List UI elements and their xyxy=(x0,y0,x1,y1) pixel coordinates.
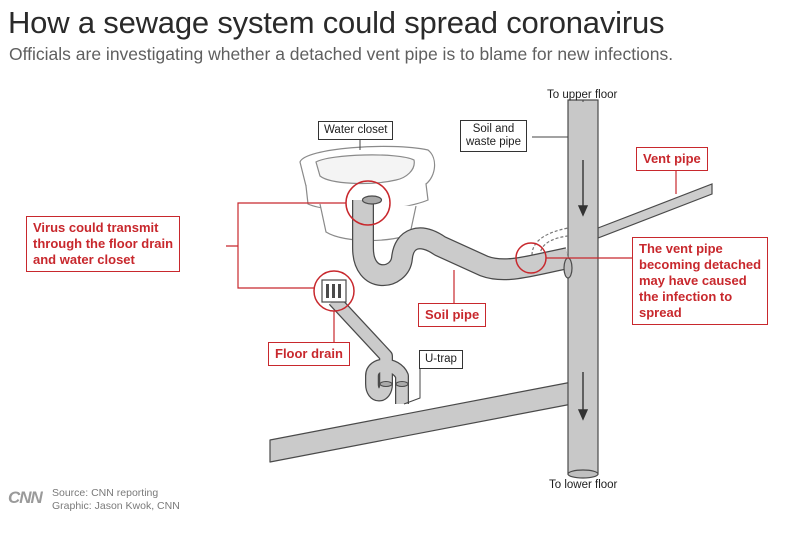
footer-graphic: Graphic: Jason Kwok, CNN xyxy=(52,500,180,512)
label-to-upper-floor: To upper floor xyxy=(547,89,618,101)
callout-virus-transmit: Virus could transmit through the floor d… xyxy=(26,216,181,272)
label-to-lower-floor: To lower floor xyxy=(549,479,618,491)
vent-pipe xyxy=(597,183,713,239)
callout-virus-line2: through the floor drain xyxy=(33,236,174,251)
label-u-trap: U-trap xyxy=(419,350,463,369)
leader-utrap xyxy=(403,366,421,405)
floor-drain-grate xyxy=(321,279,347,303)
callout-soil-pipe: Soil pipe xyxy=(418,303,487,327)
label-soil-waste-pipe: Soil and waste pipe xyxy=(460,120,527,152)
callout-virus-line3: and water closet xyxy=(33,252,135,267)
label-soil-waste-line2: waste pipe xyxy=(466,136,521,148)
detached-vent-dashed xyxy=(531,227,569,256)
callout-detached-line3: may have caused xyxy=(639,273,747,288)
footer-credits: Source: CNN reporting Graphic: Jason Kwo… xyxy=(52,487,180,513)
water-closet-shape xyxy=(299,145,436,242)
callout-detached-line1: The vent pipe xyxy=(639,241,723,256)
callout-vent-detached: The vent pipe becoming detached may have… xyxy=(632,237,769,325)
main-drain-pipe xyxy=(269,381,573,463)
flow-arrow-upper xyxy=(577,160,589,217)
callout-detached-line4: the infection to xyxy=(639,289,733,304)
page-title: How a sewage system could spread coronav… xyxy=(8,5,665,40)
cnn-logo: CNN xyxy=(8,488,43,507)
label-soil-waste-line1: Soil and xyxy=(472,123,515,135)
page-subtitle: Officials are investigating whether a de… xyxy=(9,44,674,64)
flow-arrow-lower xyxy=(577,372,589,421)
footer-source: Source: CNN reporting xyxy=(52,487,159,499)
callout-vent-pipe: Vent pipe xyxy=(636,147,708,171)
callout-detached-line2: becoming detached xyxy=(639,257,762,272)
callout-detached-line5: spread xyxy=(639,305,682,320)
leader-virus xyxy=(226,202,346,289)
callout-virus-line1: Virus could transmit xyxy=(33,220,159,235)
callout-floor-drain: Floor drain xyxy=(268,342,350,366)
label-water-closet: Water closet xyxy=(318,121,394,140)
